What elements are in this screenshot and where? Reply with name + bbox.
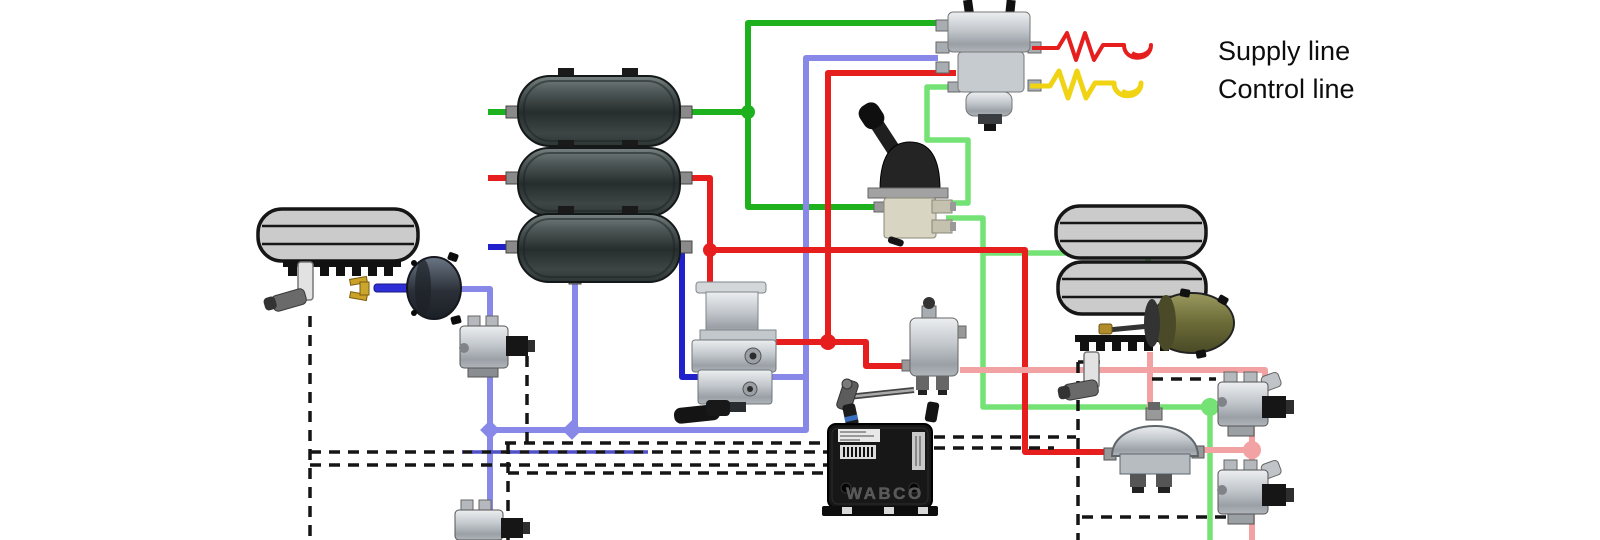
air-tank-1 <box>505 68 693 147</box>
foot-brake-valve <box>673 281 777 424</box>
solenoid-block <box>506 336 528 356</box>
trailer-control-valve <box>935 0 1042 131</box>
junction-pink <box>1243 441 1261 459</box>
legend: Supply line Control line <box>1030 31 1355 104</box>
purple-line-trailer-control-drop <box>490 55 938 433</box>
hand-brake-valve <box>858 102 956 247</box>
control-line-label: Control line <box>1218 74 1355 104</box>
pink-line-lsv-to-rear-abs <box>960 367 1268 384</box>
junction-red-2 <box>820 334 836 350</box>
solenoid-block <box>501 518 523 538</box>
rear-spring-brake-chamber <box>1098 288 1235 359</box>
rear-wheel-speed-sensor <box>1057 351 1100 401</box>
junction-green <box>741 105 755 119</box>
red-line-to-relay-valve <box>710 247 1120 455</box>
abs-ecu: WABCO <box>822 401 940 516</box>
front-brake-chamber <box>349 252 462 325</box>
ecu-barcode <box>840 445 876 459</box>
front-abs-valve-1 <box>459 315 535 378</box>
junction-purple-2 <box>562 420 582 440</box>
solenoid-block <box>1262 396 1286 418</box>
supply-line-coil-icon <box>1032 31 1153 62</box>
solenoid-block <box>1262 484 1286 506</box>
relay-valve <box>1103 402 1205 493</box>
supply-line-label: Supply line <box>1218 36 1350 66</box>
lightgreen-line-trailer-to-handbrake <box>924 84 971 206</box>
rear-tire-1 <box>1054 204 1208 260</box>
ecu-side-label <box>912 432 925 470</box>
rear-wheels <box>1054 204 1208 401</box>
red-line-footvalve-to-lsv <box>768 339 908 369</box>
rear-abs-valve-2 <box>1217 459 1294 525</box>
front-tire <box>256 207 420 263</box>
front-abs-valve-2 <box>454 499 530 540</box>
junction-lightgreen <box>1201 398 1219 416</box>
front-wheel <box>256 207 420 312</box>
ecu-connector-right <box>924 401 940 423</box>
air-tank-3 <box>505 206 693 285</box>
control-line-coil-icon <box>1030 68 1144 101</box>
junction-purple-1 <box>480 420 500 440</box>
push-rod-clevis <box>349 275 411 302</box>
load-sensing-valve <box>836 297 967 412</box>
rear-push-rod <box>1107 323 1151 333</box>
junction-red-1 <box>703 243 717 257</box>
rear-abs-valve-1 <box>1217 371 1294 437</box>
red-line-to-trailer-valve <box>825 70 956 342</box>
air-tank-2 <box>505 140 693 217</box>
ecu-brand-text: WABCO <box>846 484 924 503</box>
front-wheel-speed-sensor <box>263 261 314 312</box>
